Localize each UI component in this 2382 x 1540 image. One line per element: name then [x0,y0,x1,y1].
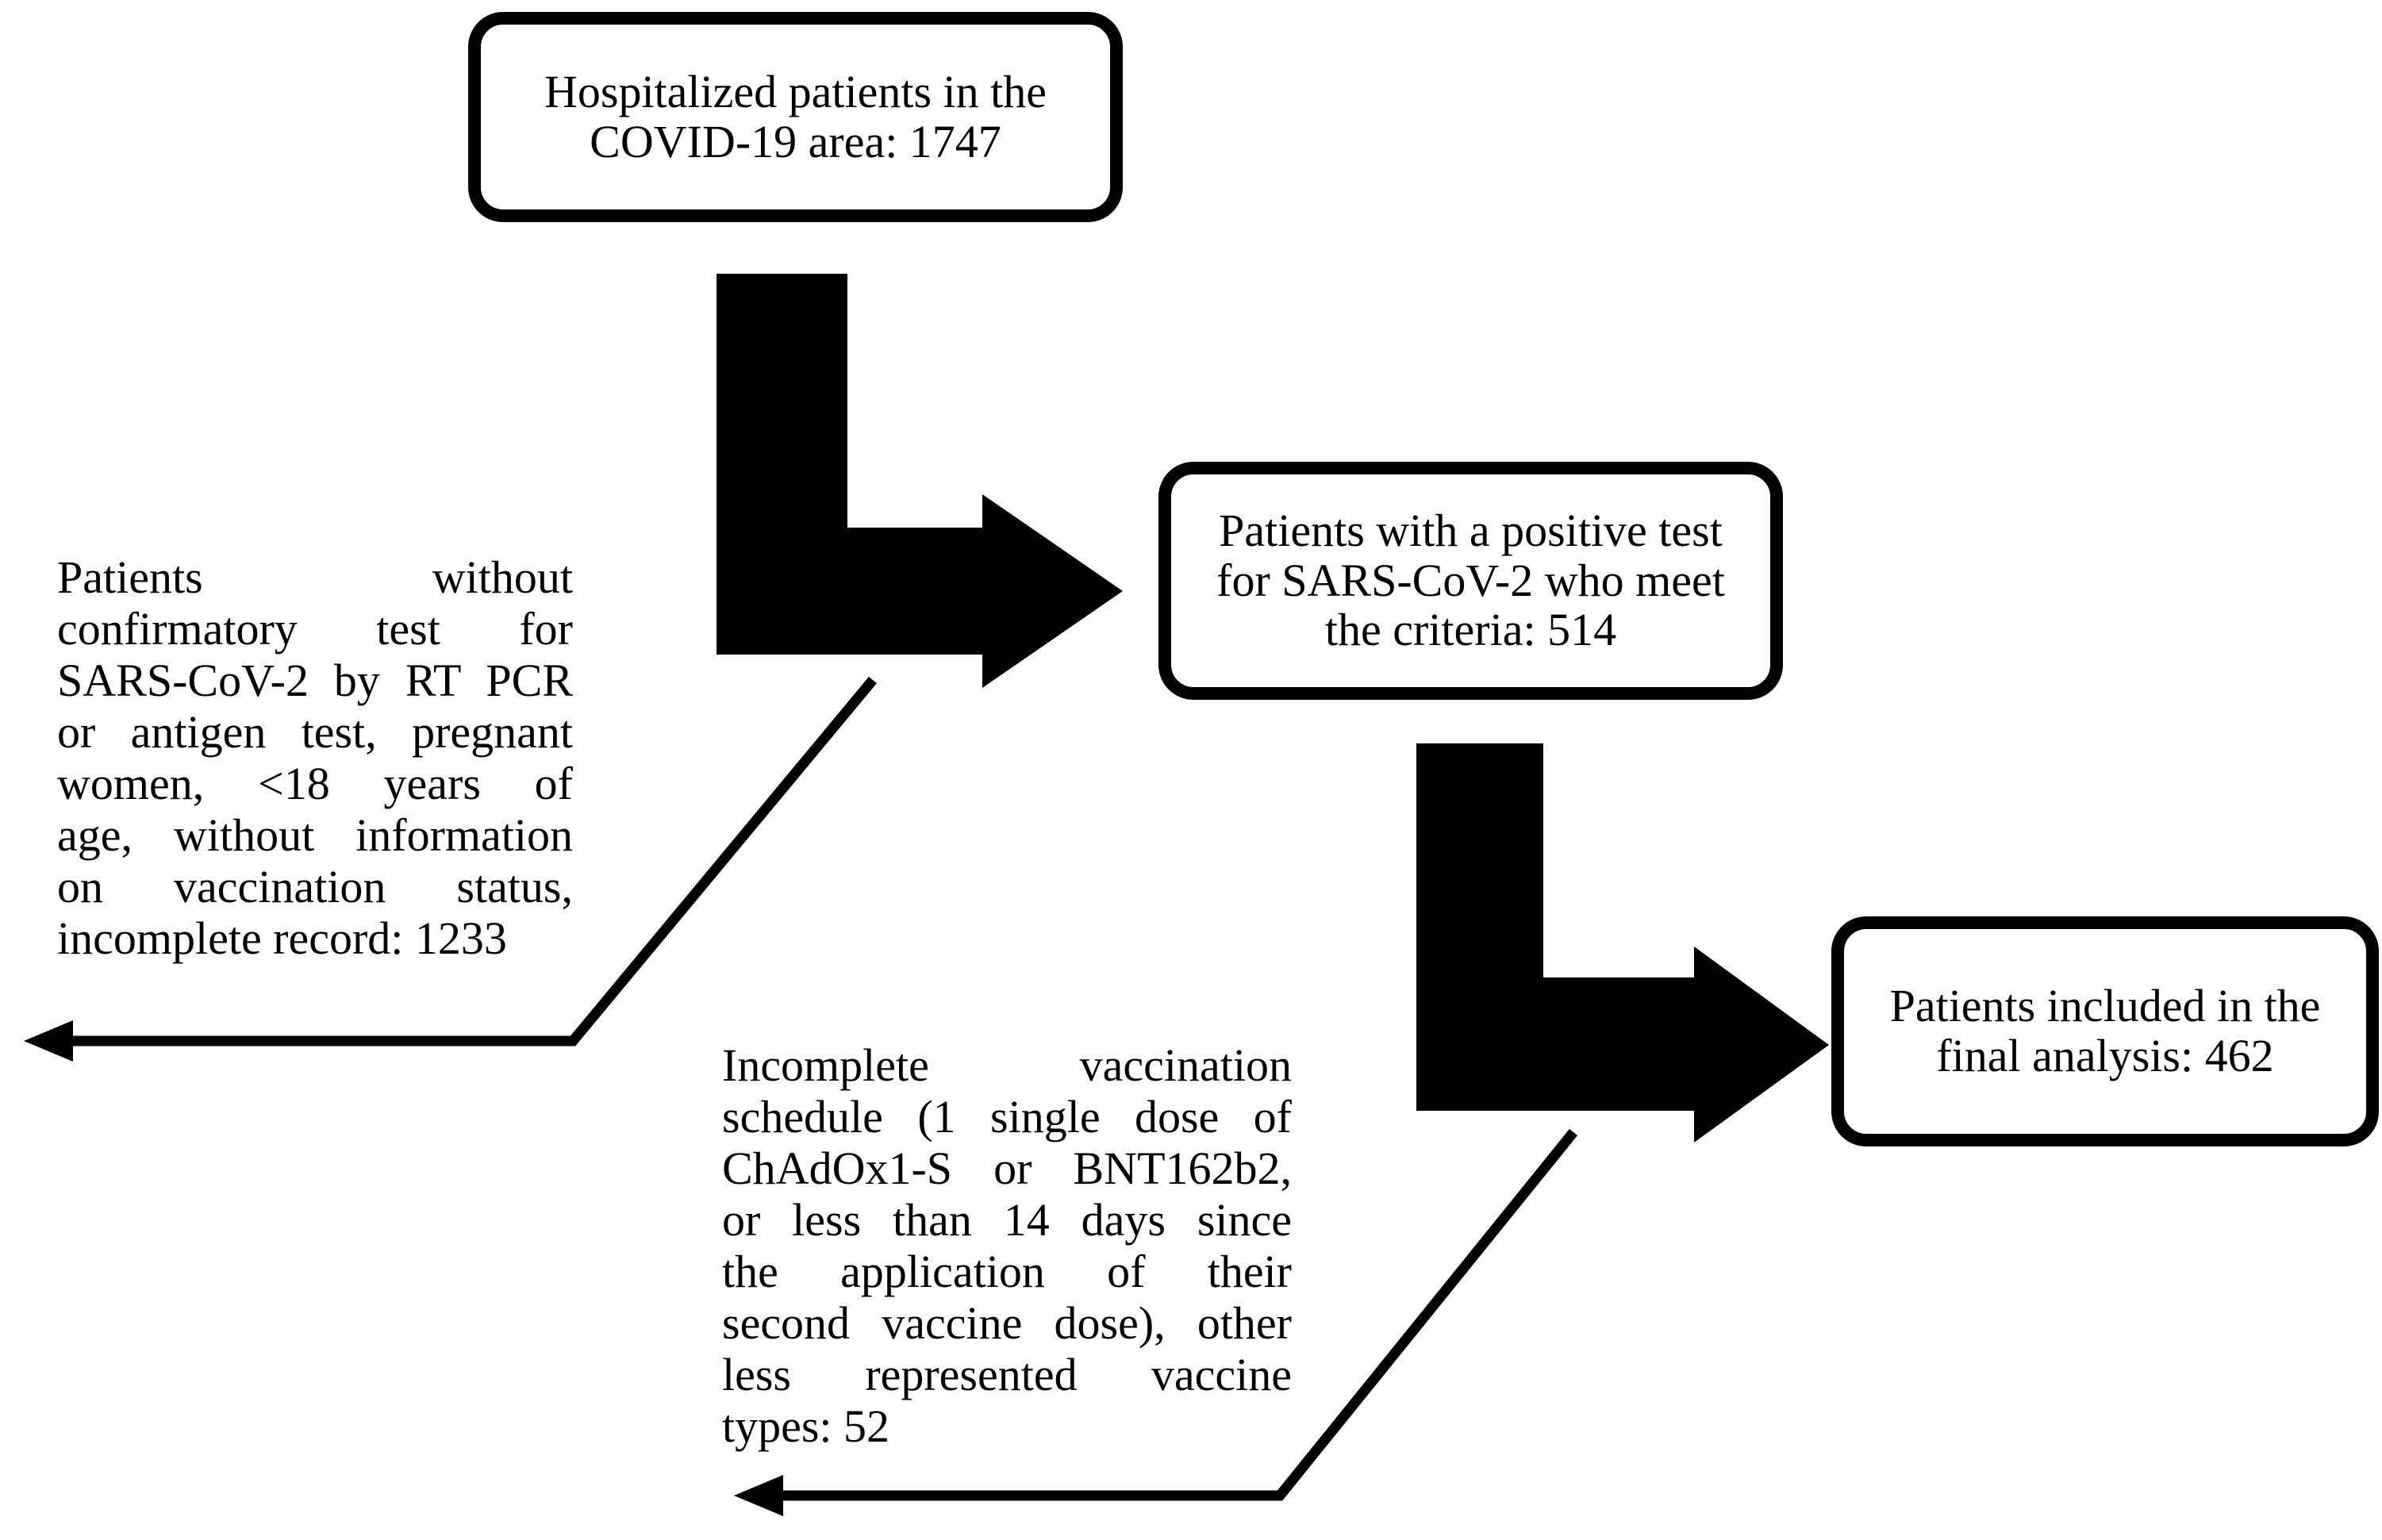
node-text-line: COVID-19 area: 1747 [590,115,1001,167]
exclusion-text-line: Incomplete vaccination [722,1039,1292,1091]
exclusion-text-line: on vaccination status, [57,861,573,912]
exclusion-text-line: the application of their [722,1246,1292,1297]
exclusion-text-line: confirmatory test for [57,603,573,655]
exclusion-text-line: second vaccine dose), other [722,1297,1292,1349]
exclusion-text-line: SARS-CoV-2 by RT PCR [57,655,573,706]
exclusion-arrowhead-first [24,1020,73,1062]
exclusion-text-line: women, <18 years of [57,758,573,809]
node-text-line: for SARS-CoV-2 who meet [1216,554,1725,606]
exclusion-text-line: Patients without [57,551,573,603]
node-text-line: Hospitalized patients in the [544,65,1047,117]
node-text-line: Patients with a positive test [1219,505,1723,557]
exclusion-text-second: Incomplete vaccination schedule (1 singl… [722,1039,1292,1452]
exclusion-text-line: or less than 14 days since [722,1194,1292,1246]
node-final-analysis: Patients included in the final analysis:… [1831,916,2379,1146]
exclusion-text-line: ChAdOx1-S or BNT162b2, [722,1143,1292,1194]
exclusion-text-line: less represented vaccine [722,1349,1292,1400]
exclusion-text-line: incomplete record: 1233 [57,912,507,964]
exclusion-arrow-second [782,1128,1578,1501]
exclusion-text-line: types: 52 [722,1400,890,1452]
node-text-line: final analysis: 462 [1936,1030,2274,1081]
exclusion-arrow-first [71,676,877,1047]
exclusion-arrowhead-second [734,1475,783,1516]
node-positive-test: Patients with a positive test for SARS-C… [1158,462,1783,700]
node-hospitalized-patients: Hospitalized patients in the COVID-19 ar… [468,12,1123,222]
exclusion-text-line: or antigen test, pregnant [57,706,573,758]
node-text-line: Patients included in the [1889,980,2321,1032]
flow-arrow-positive-to-final [1416,743,1829,1143]
exclusion-text-first: Patients without confirmatory test for S… [57,551,573,964]
exclusion-text-line: age, without information [57,809,573,861]
exclusion-text-line: schedule (1 single dose of [722,1091,1292,1143]
flow-arrow-hospitalized-to-positive [717,274,1123,688]
node-text-line: the criteria: 514 [1324,604,1617,656]
